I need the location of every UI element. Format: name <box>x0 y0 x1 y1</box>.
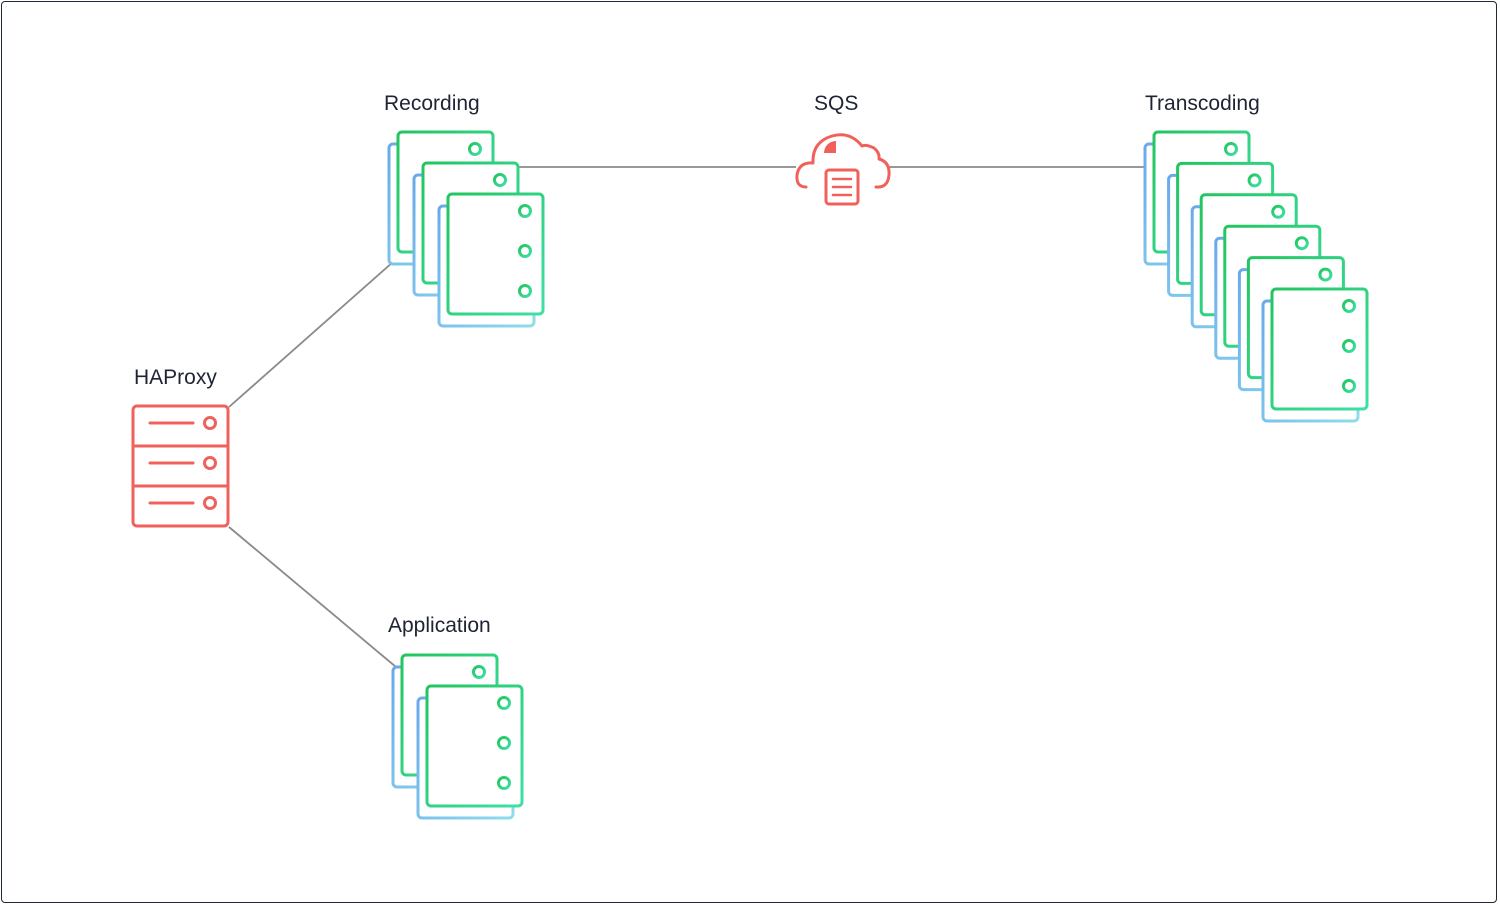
recording-label: Recording <box>384 92 480 115</box>
application-server-2 <box>416 684 524 820</box>
connector-lines <box>228 166 1145 668</box>
transcoding-cluster-icon[interactable] <box>1143 130 1369 423</box>
edge-haproxy-application <box>228 526 397 668</box>
transcoding-label: Transcoding <box>1145 92 1260 115</box>
application-cluster-icon[interactable] <box>391 653 524 820</box>
sqs-label: SQS <box>814 92 858 115</box>
recording-server-3 <box>437 192 545 328</box>
haproxy-label: HAProxy <box>134 366 217 389</box>
recording-cluster-icon[interactable] <box>387 130 545 328</box>
haproxy-server-icon[interactable] <box>131 404 230 528</box>
sqs-cloud-queue-icon[interactable] <box>795 133 891 206</box>
transcoding-server-6 <box>1261 287 1369 423</box>
application-label: Application <box>388 614 491 637</box>
edge-haproxy-recording <box>228 261 394 408</box>
haproxy-server <box>131 404 230 528</box>
